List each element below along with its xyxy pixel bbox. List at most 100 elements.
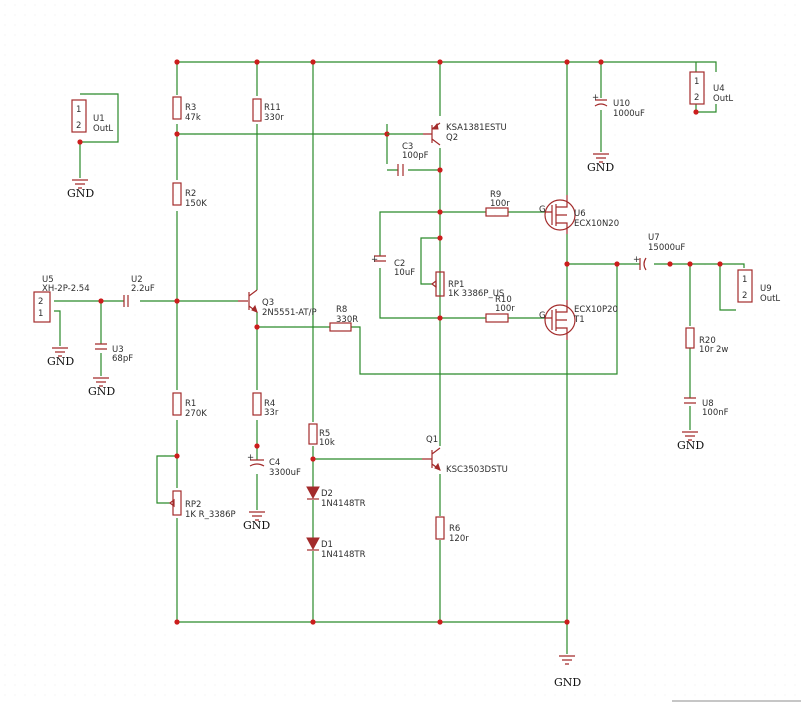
gnd-label-u8: GND [677,439,704,452]
label-r1: R1 [185,399,196,409]
wires [54,61,745,654]
junction [98,298,104,304]
label-r11-value: 330r [264,113,284,123]
label-q1: Q1 [426,435,438,445]
label-u2-value: 2.2uF [131,284,155,294]
gnd-label-c4: GND [243,519,270,532]
capacitor-u7 [639,257,647,271]
q2-emitter-arrow [431,122,439,130]
wire-u4 [695,61,717,113]
q3-emitter-arrow [251,304,258,313]
connector-u9 [737,269,753,303]
junction [254,59,260,65]
label-r9-value: 100r [490,199,510,209]
label-r8: R8 [336,305,347,315]
label-u10-value: 1000uF [613,109,645,119]
capacitor-c2 [374,255,386,262]
junction [564,59,570,65]
label-u6: U6 [574,209,586,219]
label-rp1-value: 1K 3386P_US [448,289,504,299]
diode-d2 [306,486,320,500]
label-u5-pin2: 2 [38,297,43,307]
resistor-r1 [172,392,182,416]
wire-u1 [79,93,119,178]
capacitor-c4 [249,459,265,467]
label-r20: R20 [699,336,716,346]
label-rp2-value: 1K R_3386P [185,510,236,520]
label-u4-pin1: 1 [694,77,699,87]
label-r8-value: 330R [336,315,358,325]
resistor-r8 [329,322,352,332]
gnd-label-u3: GND [88,385,115,398]
gnd-u3-symbol [93,377,109,387]
label-d1-value: 1N4148TR [321,550,366,560]
gnd-u1-symbol [72,179,88,189]
label-r6: R6 [449,524,460,534]
label-u8: U8 [702,399,714,409]
label-u9: U9 [760,284,772,294]
diodes [306,486,320,551]
label-c2: C2 [394,259,405,269]
labels: U1 OutL 1 2 U4 OutL 1 2 U9 OutL 1 2 U5 X… [38,77,780,689]
junction [614,261,620,267]
transistor-q1 [422,447,441,471]
junction [254,443,260,449]
label-u5-value: XH-2P-2.54 [42,284,90,294]
label-u7: U7 [648,233,660,243]
junction [564,261,570,267]
label-r2-value: 150K [185,199,207,209]
label-u2: U2 [131,275,143,285]
resistor-r2 [172,182,182,206]
junction [437,315,443,321]
label-r3: R3 [185,103,196,113]
capacitor-c3 [397,164,404,176]
gnd-u8-symbol [682,431,698,441]
gnd-c4-symbol [249,511,265,521]
resistors [169,96,695,540]
label-r5-value: 10k [319,438,335,448]
label-c3-value: 100pF [402,151,429,161]
junction [174,298,180,304]
junctions [77,59,723,625]
capacitor-u10 [594,99,608,107]
label-t1-value: ECX10P20 [574,305,618,315]
junction [174,453,180,459]
label-r5: R5 [319,429,330,439]
label-u7-value: 15000uF [648,243,685,253]
junction [667,261,673,267]
mosfet-u6 [544,199,576,231]
transistor-q2 [423,122,441,146]
gnd-main-symbol [559,655,575,665]
resistor-r6 [435,516,445,540]
label-r2: R2 [185,189,196,199]
label-c4-value: 3300uF [269,468,301,478]
junction [437,167,443,173]
label-c3: C3 [402,142,413,152]
diode-d1 [306,537,320,551]
wire-input-gnd [54,310,61,346]
potentiometer-rp2 [172,490,182,516]
label-r1-value: 270K [185,409,207,419]
junction [174,619,180,625]
gnd-label-u5: GND [47,355,74,368]
rp2-wiper-arrow [169,498,175,508]
junction [174,59,180,65]
connector-u1 [71,99,87,133]
label-u5: U5 [42,275,54,285]
label-u1-pin1: 1 [76,105,81,115]
t1-body [545,300,568,340]
label-u3: U3 [112,345,124,355]
label-q2: Q2 [446,133,458,143]
label-u9-pin1: 1 [742,275,747,285]
capacitor-u2 [123,295,129,307]
label-u5-pin1: 1 [38,309,43,319]
junction [437,235,443,241]
label-u9-pin2: 2 [742,291,747,301]
gnd-label-u10: GND [587,161,614,174]
label-t1: T1 [573,315,585,325]
u6-body [545,195,568,234]
junction [598,59,604,65]
transistors [238,122,576,471]
connectors [33,71,753,323]
